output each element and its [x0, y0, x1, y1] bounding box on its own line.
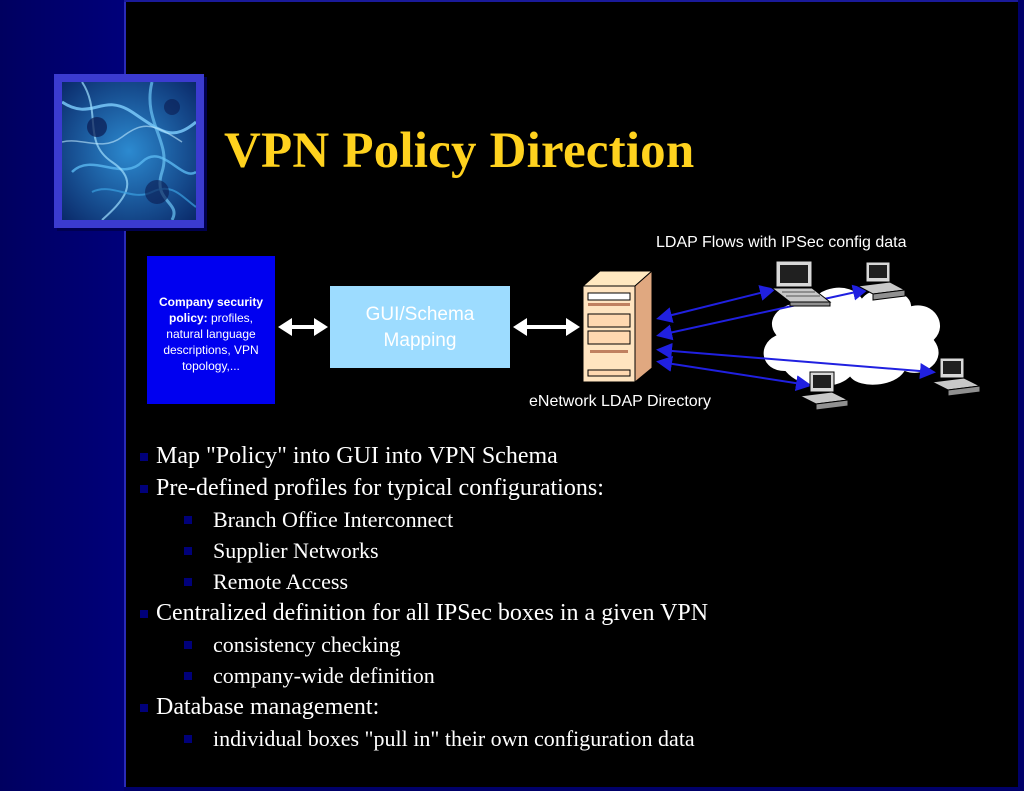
gui-box-line2: Mapping: [383, 330, 457, 351]
sub-bullet-marker: [184, 735, 192, 743]
sub-bullet-item: individual boxes "pull in" their own con…: [140, 723, 708, 754]
sub-bullet-text: consistency checking: [213, 632, 401, 657]
sub-bullet-text: Supplier Networks: [213, 538, 379, 563]
sub-bullet-text: Remote Access: [213, 569, 349, 594]
policy-box-bold-label: Company security policy:: [158, 295, 264, 325]
sub-bullet-item: Branch Office Interconnect: [140, 504, 708, 535]
right-border: [1018, 0, 1024, 791]
bottom-border: [124, 787, 1024, 791]
bullet-text: Map "Policy" into GUI into VPN Schema: [156, 443, 558, 469]
bullet-marker: [140, 453, 148, 461]
sub-bullet-text: company-wide definition: [213, 663, 435, 688]
policy-box-description: profiles, natural language descriptions,…: [163, 311, 259, 373]
sub-bullet-marker: [184, 516, 192, 524]
sub-bullet-text: individual boxes "pull in" their own con…: [213, 726, 695, 751]
textured-thumbnail-image: [62, 82, 196, 220]
bullet-marker: [140, 485, 148, 493]
server-tower-icon: [581, 269, 654, 384]
slide-title: VPN Policy Direction: [224, 123, 695, 179]
bullet-text: Database management:: [156, 694, 380, 720]
gui-to-server-arrow: [513, 318, 580, 336]
sub-bullet-marker: [184, 547, 192, 555]
policy-box: Company security policy: profiles, natur…: [147, 256, 275, 404]
sub-bullet-text: Branch Office Interconnect: [213, 507, 454, 532]
bullet-item: Pre-defined profiles for typical configu…: [140, 472, 708, 504]
textured-thumbnail-frame: [54, 74, 204, 228]
bullet-item: Map "Policy" into GUI into VPN Schema: [140, 440, 708, 472]
cloud-icon: [761, 285, 942, 389]
ldap-directory-label: eNetwork LDAP Directory: [529, 393, 711, 410]
bullet-text: Centralized definition for all IPSec box…: [156, 600, 709, 626]
sub-bullet-item: consistency checking: [140, 629, 708, 660]
workstation-icon: [930, 357, 982, 397]
policy-to-gui-arrow: [278, 318, 328, 336]
top-border: [124, 0, 1024, 2]
laptop-icon: [770, 260, 832, 307]
sub-bullet-item: Supplier Networks: [140, 535, 708, 566]
sub-bullet-marker: [184, 672, 192, 680]
bullet-marker: [140, 704, 148, 712]
bullet-item: Database management:: [140, 691, 708, 723]
gui-schema-mapping-box: GUI/Schema Mapping: [330, 286, 510, 368]
sub-bullet-item: Remote Access: [140, 566, 708, 597]
bullet-list: Map "Policy" into GUI into VPN Schema Pr…: [140, 440, 708, 754]
sub-bullet-marker: [184, 578, 192, 586]
gui-box-line1: GUI/Schema: [365, 304, 475, 325]
sidebar-divider: [124, 0, 126, 791]
bullet-text: Pre-defined profiles for typical configu…: [156, 475, 604, 501]
workstation-icon: [798, 371, 850, 411]
sub-bullet-item: company-wide definition: [140, 660, 708, 691]
sub-bullet-marker: [184, 641, 192, 649]
workstation-icon: [856, 261, 907, 301]
ldap-flow-arrows: [656, 284, 936, 392]
bullet-item: Centralized definition for all IPSec box…: [140, 597, 708, 629]
bullet-marker: [140, 610, 148, 618]
ldap-flows-label: LDAP Flows with IPSec config data: [656, 234, 907, 251]
